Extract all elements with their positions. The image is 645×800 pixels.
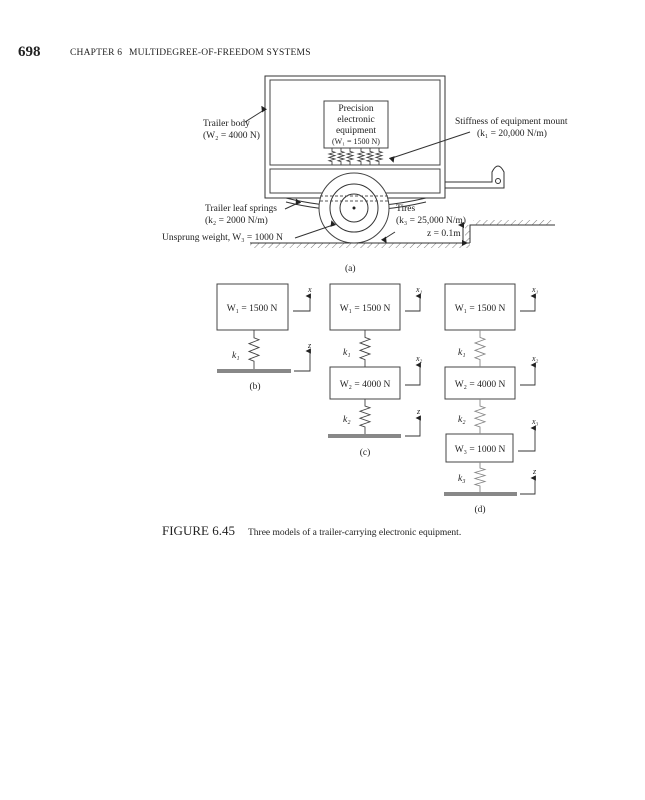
mount-value-label: (k₁ = 20,000 N/m)	[477, 128, 547, 139]
mass-w1-label: W₁ = 1500 N	[227, 304, 278, 314]
spring-k3-d	[473, 462, 487, 492]
k3-label: k₃	[458, 474, 466, 484]
leaf-leader	[284, 198, 302, 210]
x2-label: x₂	[415, 354, 423, 363]
equipment-label-2: electronic	[337, 115, 374, 125]
mass-w2-box	[444, 366, 516, 400]
spring-k2-c	[358, 399, 372, 434]
trailer-weight-label: (W₂ = 4000 N)	[203, 130, 260, 141]
base-bar	[217, 369, 291, 373]
figure-caption: Three models of a trailer-carrying elect…	[248, 527, 461, 538]
step-side-hatch	[465, 225, 470, 243]
mount-spring	[327, 148, 337, 165]
trailer-body-box	[269, 79, 441, 166]
k2-label: k₂	[343, 415, 351, 425]
wheel	[318, 172, 390, 244]
x2-label: x₂	[531, 354, 539, 363]
coordinate-arrows	[293, 293, 536, 495]
model-c: W₁ = 1500 N W₂ = 4000 N k₁ k₂ x₁ x₂ z (c…	[328, 283, 423, 458]
hitch-hole	[495, 178, 501, 184]
mass-w1-label: W₁ = 1500 N	[455, 304, 506, 314]
x3-arrow-d	[518, 425, 536, 452]
mass-w1-label: W₁ = 1500 N	[340, 304, 391, 314]
model-b: W₁ = 1500 N k₁ x z (b)	[216, 283, 312, 392]
x1-arrow-c	[405, 293, 421, 312]
k1-label: k₁	[232, 351, 240, 361]
x1-arrow-d	[520, 293, 536, 312]
mass-w1-box	[329, 283, 401, 331]
mass-w2-label: W₂ = 4000 N	[455, 380, 506, 390]
page-number: 698	[18, 44, 41, 60]
tires-label: Tires	[396, 204, 415, 214]
z-label: z	[532, 467, 537, 476]
z-arrow-c	[405, 415, 421, 437]
mount-spring	[374, 148, 384, 165]
step-line	[469, 224, 555, 243]
mass-w3-label: W₃ = 1000 N	[455, 445, 506, 455]
spring-k1-b	[247, 330, 261, 369]
z-label: z	[307, 341, 312, 350]
equipment-mount-springs	[327, 148, 384, 165]
mount-spring	[336, 148, 346, 165]
step-label: z = 0.1m	[427, 229, 461, 239]
equipment-box	[323, 100, 389, 149]
x3-label: x₃	[531, 417, 539, 426]
trailer-body-leader	[244, 105, 268, 123]
step-hatch	[473, 220, 553, 225]
model-d: W₁ = 1500 N W₂ = 4000 N W₃ = 1000 N k₁ k…	[444, 283, 539, 515]
x-label: x	[307, 285, 312, 294]
x2-arrow-c	[405, 362, 421, 386]
mass-w3-box	[445, 433, 514, 463]
mass-w2-label: W₂ = 4000 N	[340, 380, 391, 390]
mount-stiffness-label: Stiffness of equipment mount	[455, 116, 568, 127]
chapter-title: MULTIDEGREE-OF-FREEDOM SYSTEMS	[129, 48, 311, 58]
figure-b-label: (b)	[249, 381, 260, 392]
chapter-label: CHAPTER 6	[70, 48, 122, 58]
z-arrow-d	[520, 475, 536, 495]
x1-label: x₁	[531, 285, 539, 294]
trailer-body-label: Trailer body	[203, 119, 250, 129]
mass-w1-box	[216, 283, 289, 331]
figure-a-label: (a)	[345, 263, 356, 274]
spring-k1-d	[473, 330, 487, 367]
equipment-weight-label: (W₁ = 1500 N)	[332, 137, 380, 146]
x2-arrow-d	[520, 362, 536, 386]
unsprung-label: Unsprung weight, W₃ = 1000 N	[162, 233, 283, 243]
base-bar	[328, 434, 401, 438]
figure-number: FIGURE 6.45	[162, 523, 235, 538]
base-bar	[444, 492, 517, 496]
x1-label: x₁	[415, 285, 423, 294]
z-label: z	[416, 407, 421, 416]
tires-value-label: (k₃ = 25,000 N/m)	[396, 215, 466, 226]
trailer-diagram: Trailer body (W₂ = 4000 N) Precision ele…	[162, 75, 568, 274]
figure-c-label: (c)	[360, 447, 371, 458]
equipment-label-1: Precision	[338, 104, 374, 114]
model-springs	[247, 330, 487, 492]
ground-hatch	[250, 243, 470, 248]
mount-spring	[356, 148, 366, 165]
leaf-value-label: (k₂ = 2000 N/m)	[205, 215, 268, 226]
trailer-hitch	[445, 165, 505, 189]
k1-label: k₁	[458, 348, 466, 358]
k2-label: k₂	[458, 415, 466, 425]
x-arrow-b	[293, 293, 311, 312]
unsprung-leader	[294, 220, 337, 239]
mount-leader	[388, 131, 471, 163]
z-arrow-b	[294, 348, 311, 372]
spring-k2-d	[473, 399, 487, 434]
figure-d-label: (d)	[474, 504, 485, 515]
mount-spring	[365, 148, 375, 165]
spring-k1-c	[358, 330, 372, 367]
k1-label: k₁	[343, 348, 351, 358]
equipment-label-3: equipment	[336, 126, 376, 136]
mount-spring	[345, 148, 355, 165]
tires-leader	[380, 231, 396, 244]
leaf-springs-label: Trailer leaf springs	[205, 203, 277, 214]
